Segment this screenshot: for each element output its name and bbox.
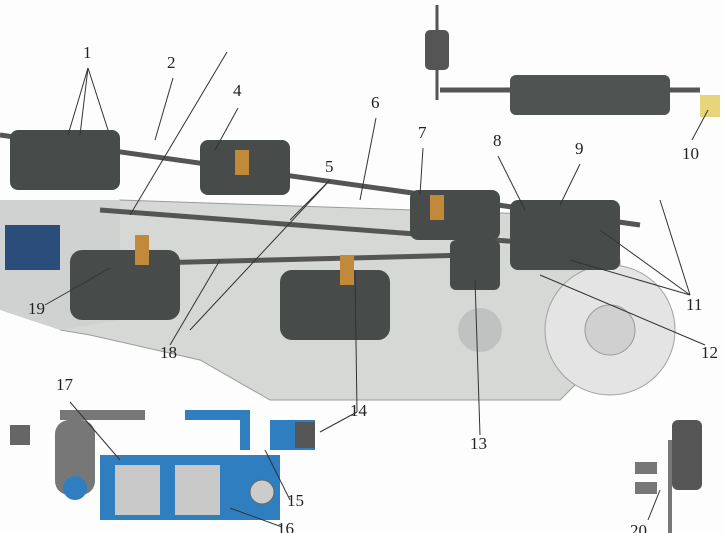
cutaway-window [5,225,60,270]
callout-13: 13 [470,434,487,453]
bore [458,308,502,352]
rocker-assemblies [10,130,620,340]
callout-7: 7 [418,123,427,142]
callout-14: 14 [350,401,367,420]
leader-lines [44,51,709,528]
callout-20: 20 [630,521,647,533]
callout-2: 2 [167,53,176,72]
callout-6: 6 [371,93,380,112]
cross-section [10,410,315,520]
inset-bottom-right [635,420,702,533]
callout-16: 16 [277,519,294,533]
callout-18: 18 [160,343,177,362]
callout-12: 12 [701,343,718,362]
springs [135,150,444,285]
callout-15: 15 [287,491,304,510]
callout-17: 17 [56,375,73,394]
inset-top-right [425,5,720,117]
callout-11: 11 [686,295,703,314]
callout-4: 4 [233,81,242,100]
callout-10: 10 [682,144,699,163]
callout-1: 1 [83,43,92,62]
callout-19: 19 [28,299,45,318]
callout-8: 8 [493,131,502,150]
callout-9: 9 [575,139,584,158]
callout-5: 5 [325,157,334,176]
